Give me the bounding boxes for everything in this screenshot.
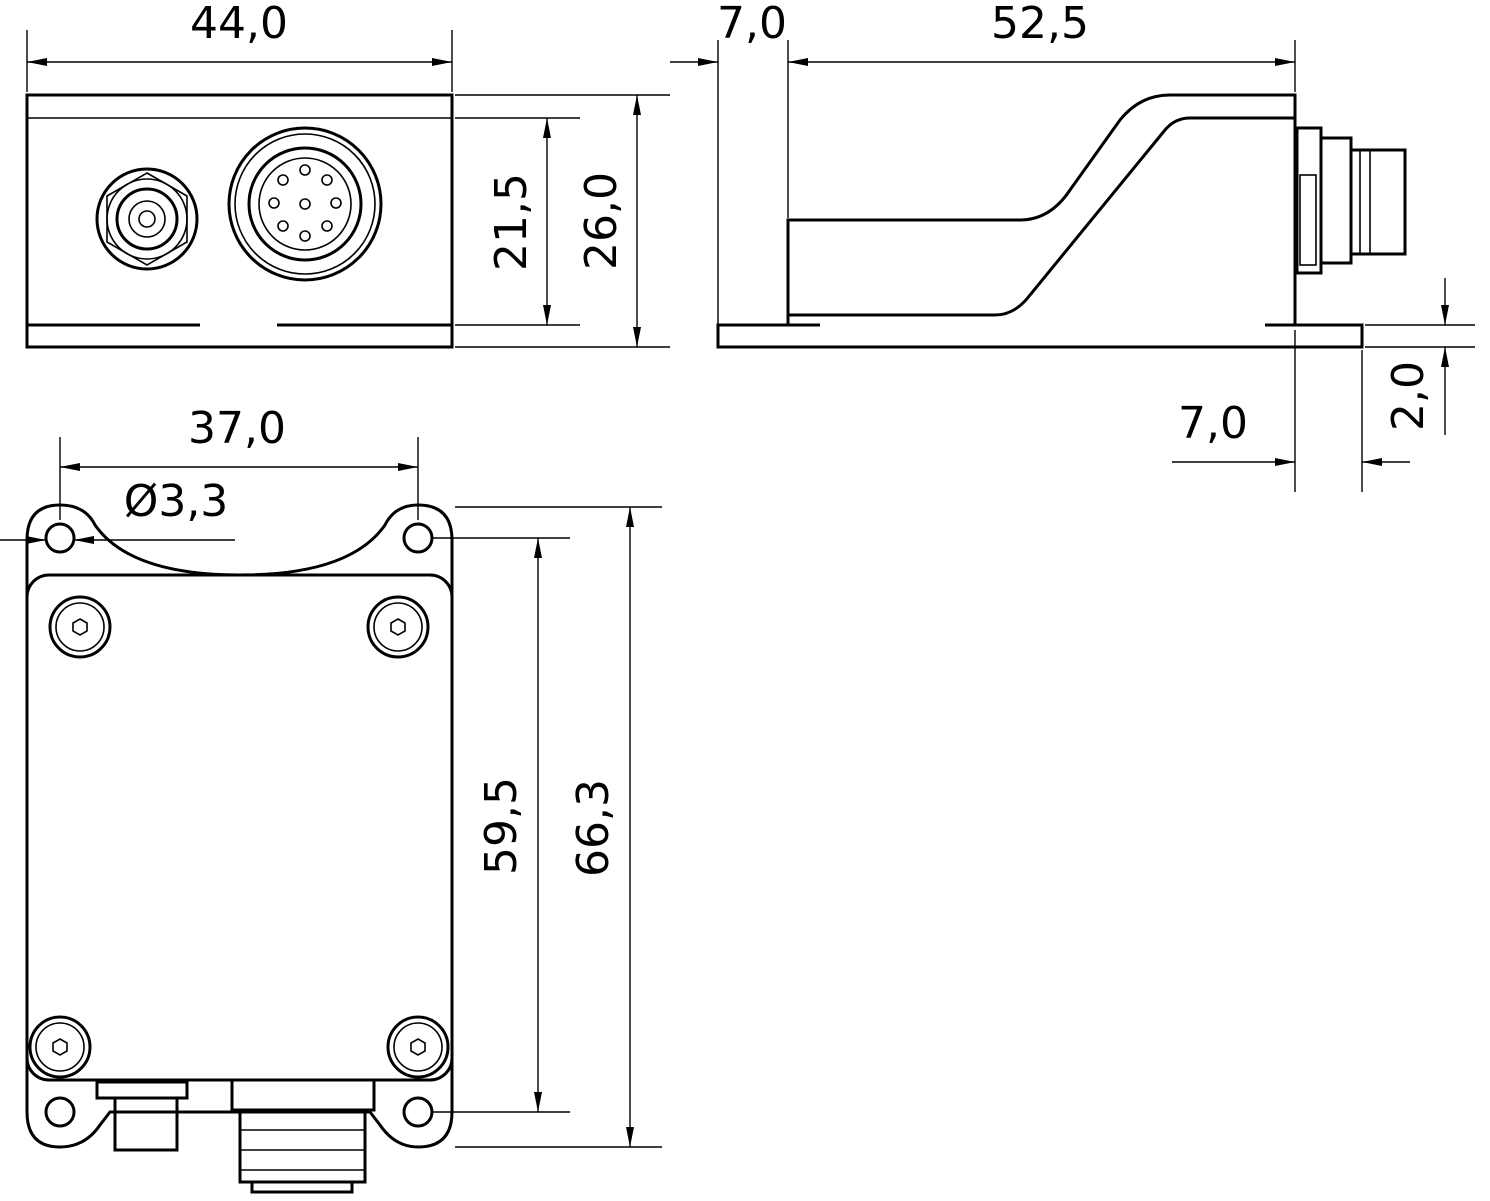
mount-hole (44, 522, 76, 554)
side-connector (1295, 126, 1407, 275)
mount-hole (44, 1096, 76, 1128)
dim-7-rear: 7,0 (1178, 398, 1248, 449)
dim-21-5: 21,5 (486, 173, 537, 271)
mount-hole (402, 522, 434, 554)
coax-connector (95, 167, 199, 271)
bottom-connectors (95, 1078, 376, 1194)
dim-66-3: 66,3 (568, 779, 619, 877)
dim-44: 44,0 (190, 0, 288, 49)
dimension-width: 44,0 (26, 0, 453, 92)
dim-37: 37,0 (188, 403, 286, 454)
dim-7-flange: 7,0 (717, 0, 787, 49)
dim-52-5: 52,5 (991, 0, 1089, 49)
screws (28, 595, 450, 1079)
m12-connector (227, 126, 383, 282)
dimension-heights: 21,5 26,0 (455, 94, 670, 348)
top-view: 37,0 Ø3,3 59,5 66,3 (0, 403, 662, 1194)
dim-2: 2,0 (1383, 361, 1434, 431)
dim-59-5: 59,5 (476, 777, 527, 875)
dim-26: 26,0 (576, 172, 627, 270)
mount-hole (402, 1096, 434, 1128)
side-view: 7,0 52,5 7,0 2,0 (670, 0, 1475, 492)
dim-hole-diameter: Ø3,3 (124, 476, 229, 527)
front-view: 44,0 21,5 26,0 (25, 0, 670, 349)
